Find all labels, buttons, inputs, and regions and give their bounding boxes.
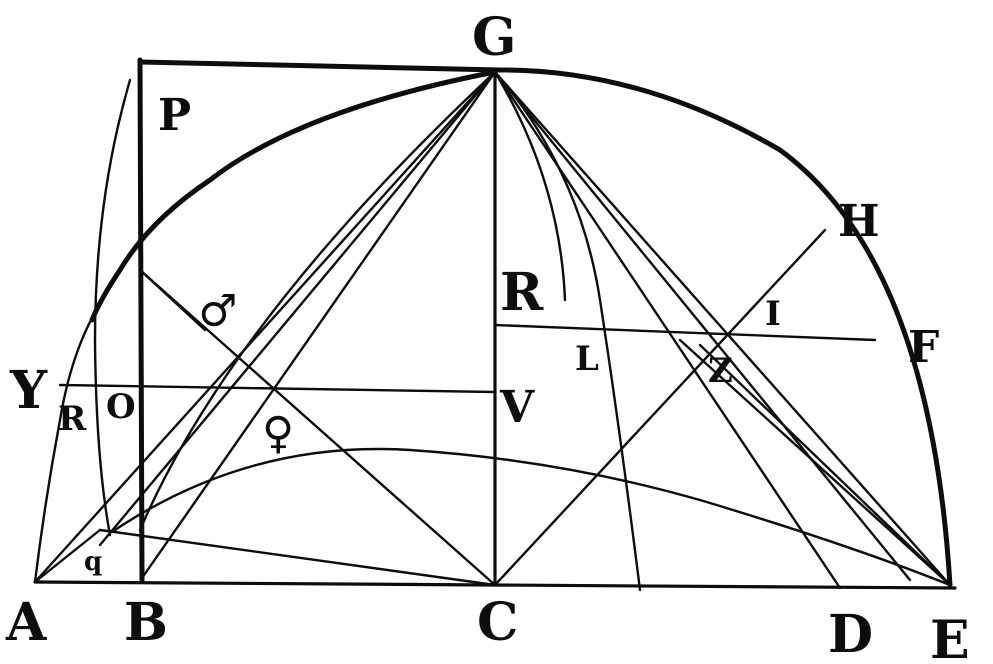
ray-G-q [98,70,497,547]
ray-G-E [493,70,952,587]
label-mars: ♂ [198,286,237,337]
label-Y: Y [9,360,48,421]
arc-G-right-inner [493,70,642,592]
arc-Y-side [93,78,132,537]
line-q-A [33,528,102,584]
arc-left-G [89,69,498,323]
line-C-q [98,528,497,587]
ray-G-E2 [493,70,912,582]
rays-group [33,70,952,590]
label-D: D [828,604,873,664]
label-P: P [158,90,191,141]
label-G: G [472,7,516,68]
label-R-top: R [500,262,544,323]
ray-G-A [33,70,497,584]
label-I: I [765,294,781,334]
line-H-Z-down [698,343,952,587]
label-R-left: R [58,399,87,439]
diagonals-group [33,228,952,587]
label-Z: Z [708,351,733,391]
chord-Y-V [58,383,497,394]
label-B: B [124,592,168,653]
line-E-up-left [678,338,952,587]
label-L: L [575,339,599,379]
label-venus: ♀ [262,408,294,459]
line-mars-perp [138,268,207,332]
label-q: q [84,547,102,577]
line-C-left-up [138,268,497,587]
line-C-right-up [493,228,827,587]
label-A: A [5,592,47,653]
chord-R-F [493,323,877,342]
label-F: F [908,322,939,373]
chords-group [58,323,877,394]
arc-G-to-E [492,67,953,588]
ray-G-D [493,70,842,590]
label-E: E [930,610,970,664]
label-H: H [838,196,880,247]
line-C-A [33,580,497,587]
label-V: V [499,382,535,433]
label-O: O [106,387,136,427]
arc-lower [113,447,952,587]
arcs-group [33,67,953,592]
arc-R-curve [493,70,567,302]
ray-G-B [140,70,497,580]
labels-group: A B C D E F G H I L O P q R R V Y Z ♂ ♀ [5,7,970,664]
arc-left-Y-A [33,316,94,584]
line-BF-vertical [137,57,145,583]
label-C: C [477,592,518,653]
line-PG-top [137,59,503,73]
arc-C-left-up [138,70,497,532]
